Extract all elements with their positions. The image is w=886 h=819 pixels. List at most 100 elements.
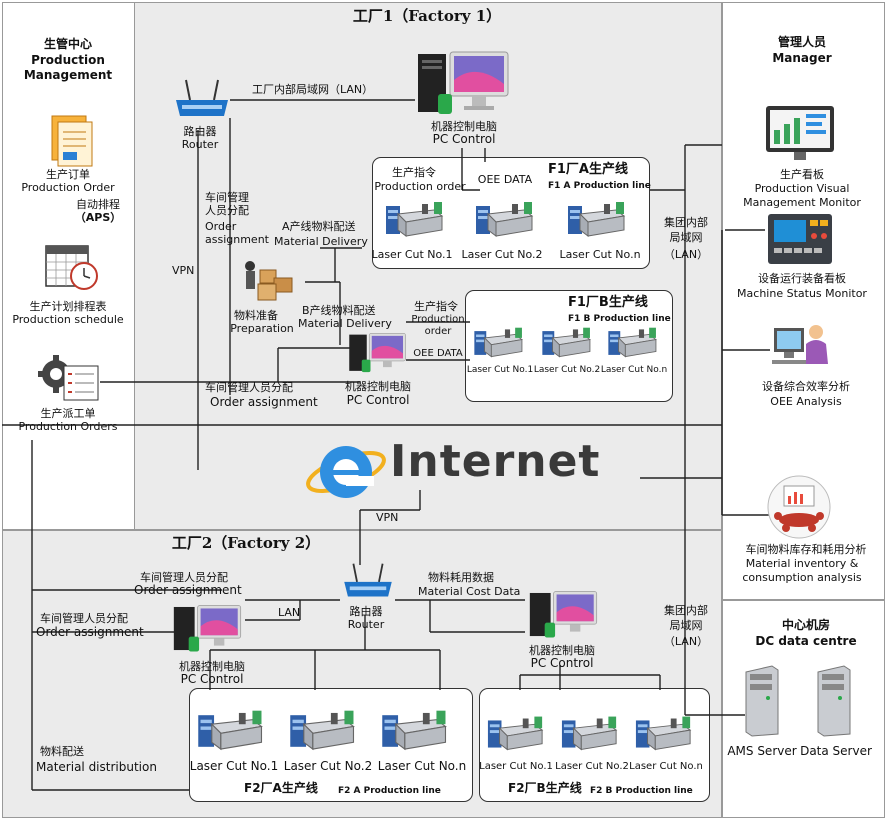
internet-vpn-label: VPN: [376, 511, 399, 524]
dispatch-zh: 生产派工单: [40, 407, 96, 420]
a-delivery-en: Material Delivery: [274, 235, 368, 248]
desktop-computer-icon: [529, 591, 598, 638]
calendar-clock-icon: [45, 245, 98, 290]
group-lan2-en: （LAN）: [663, 635, 709, 648]
manager-title-zh: 管理人员: [777, 35, 827, 49]
group-lan-en: （LAN）: [663, 248, 709, 261]
group-lan2-zh-1: 集团内部: [664, 604, 708, 617]
dc-title-en: DC data centre: [755, 634, 857, 648]
prep-en: Preparation: [230, 322, 294, 335]
left-panel-title-en-1: Production: [31, 53, 105, 67]
desktop-computer-icon: [349, 333, 406, 373]
oee-en: OEE Analysis: [770, 395, 842, 408]
f1b-machine-label: Laser Cut No.1: [466, 365, 534, 375]
laser-cut-machine-icon: [476, 202, 534, 237]
control-panel-icon: [768, 214, 832, 264]
f2-distribution-en: Material distribution: [36, 760, 157, 774]
router-icon: [176, 79, 228, 116]
laser-cut-machine-icon: [474, 327, 523, 358]
laser-cut-machine-icon: [198, 710, 263, 751]
status-en: Machine Status Monitor: [737, 287, 867, 300]
laser-cut-machine-icon: [608, 327, 657, 358]
dc-title-zh: 中心机房: [781, 618, 831, 632]
dashboard-monitor-icon: [766, 106, 834, 160]
laser-cut-machine-icon: [487, 716, 544, 751]
inventory-en-1: Material inventory &: [745, 557, 859, 570]
prep-zh: 物料准备: [234, 309, 278, 322]
oee-zh: 设备综合效率分析: [762, 380, 850, 393]
f1b-cmd-zh: 生产指令: [414, 300, 458, 313]
meeting-analysis-icon: [767, 475, 831, 539]
laser-cut-machine-icon: [635, 716, 692, 751]
production-schedule-en: Production schedule: [12, 313, 124, 326]
dispatch-en: Production Orders: [18, 420, 118, 433]
a-delivery-zh: A产线物料配送: [282, 220, 356, 233]
f1-assign-en-2: assignment: [205, 233, 269, 246]
f2-pc-zh: 机器控制电脑: [179, 660, 245, 673]
f2-cost-en: Material Cost Data: [418, 585, 521, 598]
desktop-computer-icon: [418, 51, 509, 114]
f1-router-en: Router: [181, 138, 219, 151]
f2-pc2-zh: 机器控制电脑: [529, 644, 595, 657]
f2a-machine-label: Laser Cut No.1: [189, 759, 279, 773]
factory2-title: 工厂2（Factory 2）: [171, 534, 321, 552]
f1a-cmd-en: Production order: [374, 180, 466, 193]
manager-title-en: Manager: [772, 51, 832, 65]
f2a-machine-label: Laser Cut No.n: [377, 759, 467, 773]
f1a-title-zh: F1厂A生产线: [548, 162, 628, 177]
left-panel-title-en-2: Management: [23, 68, 113, 82]
f2-lan-label: LAN: [278, 606, 301, 619]
f1-assign2-zh: 车间管理人员分配: [205, 381, 293, 394]
production-order-icon: [51, 115, 93, 167]
laser-cut-machine-icon: [542, 327, 591, 358]
f1a-title-en: F1 A Production line: [548, 181, 651, 191]
f1b-cmd-en-1: Production: [411, 314, 465, 325]
laser-cut-machine-icon: [290, 710, 355, 751]
server-icon: [817, 665, 851, 737]
f2a-machine-label: Laser Cut No.2: [283, 759, 373, 773]
f1-assign-en-1: Order: [205, 220, 237, 233]
f2-router-en: Router: [347, 618, 385, 631]
f1a-machine-label: Laser Cut No.1: [371, 248, 453, 261]
production-order-zh: 生产订单: [46, 168, 90, 181]
laser-cut-machine-icon: [561, 716, 618, 751]
f1a-oee: OEE DATA: [477, 173, 533, 186]
f2b-machine-label: Laser Cut No.2: [555, 761, 629, 772]
status-zh: 设备运行装备看板: [758, 272, 846, 285]
gear-checklist-icon: [38, 355, 99, 401]
f2-router-zh: 路由器: [349, 605, 383, 618]
internet-e-icon: [306, 446, 386, 498]
visual-zh: 生产看板: [780, 168, 824, 181]
desktop-computer-icon: [173, 605, 242, 652]
f2-pc-en: PC Control: [180, 672, 244, 686]
aps-zh: 自动排程: [76, 198, 120, 211]
group-lan-zh-2: 局域网: [669, 231, 703, 244]
f1-pc-zh: 机器控制电脑: [431, 120, 497, 133]
f1b-machine-label: Laser Cut No.n: [600, 365, 668, 375]
f1-lan-label: 工厂内部局域网（LAN）: [252, 83, 374, 96]
f1b-cmd-en-2: order: [424, 326, 452, 337]
material-boxes-icon: [245, 261, 293, 301]
f2-cost-zh: 物料耗用数据: [428, 571, 494, 584]
production-order-en: Production Order: [21, 181, 115, 194]
f1-vpn-label: VPN: [172, 264, 195, 277]
inventory-zh: 车间物料库存和耗用分析: [745, 543, 867, 556]
server-icon: [745, 665, 779, 737]
f1a-cmd-zh: 生产指令: [392, 166, 436, 179]
visual-en-2: Management Monitor: [743, 196, 861, 209]
f2b-machine-label: Laser Cut No.1: [479, 761, 553, 772]
laser-cut-machine-icon: [386, 202, 444, 237]
f1-pc2-en: PC Control: [346, 393, 410, 407]
production-schedule-zh: 生产计划排程表: [29, 300, 107, 313]
f2-assign-zh: 车间管理人员分配: [140, 571, 228, 584]
f1-assign-zh-1: 车间管理: [205, 191, 249, 204]
data-server-label: Data Server: [800, 744, 872, 758]
left-panel-title-zh: 生管中心: [43, 37, 93, 51]
b-delivery-zh: B产线物料配送: [302, 304, 376, 317]
f2-distribution-zh: 物料配送: [40, 745, 84, 758]
factory1-title: 工厂1（Factory 1）: [352, 7, 502, 25]
group-lan-zh-1: 集团内部: [664, 216, 708, 229]
b-delivery-en: Material Delivery: [298, 317, 392, 330]
